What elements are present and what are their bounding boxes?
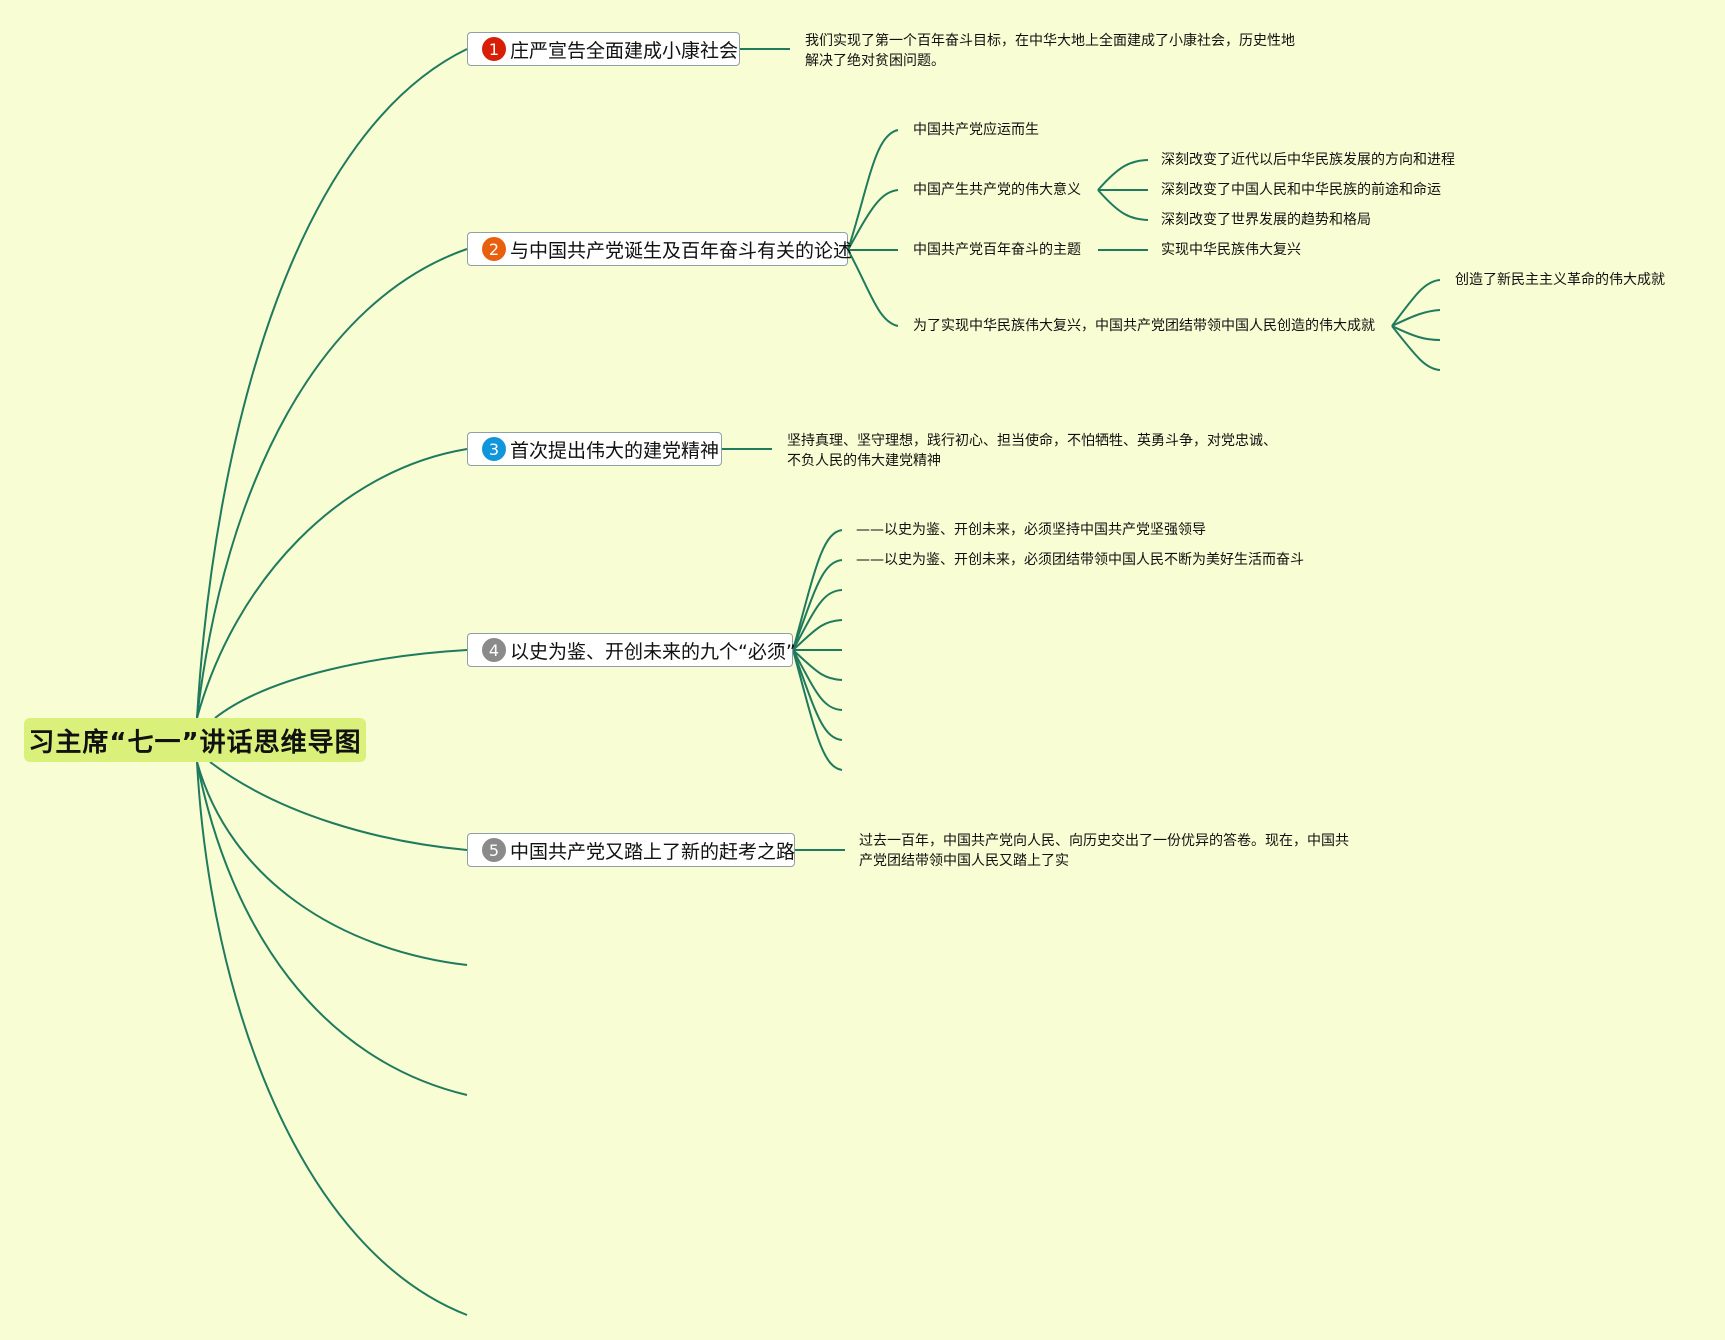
link-ach-3: [1391, 325, 1441, 341]
link-sig-3: [1097, 189, 1149, 221]
topic-1-note[interactable]: 我们实现了第一个百年奋斗目标，在中华大地上全面建成了小康社会，历史性地解决了绝对…: [805, 33, 1295, 69]
link-sig-1: [1097, 159, 1149, 191]
link-t4-9: [792, 649, 843, 771]
significance-1[interactable]: 深刻改变了近代以后中华民族发展的方向和进程: [1161, 152, 1455, 168]
topic-1[interactable]: 1 庄严宣告全面建成小康社会: [467, 32, 740, 66]
priority-1-icon: 1: [482, 37, 506, 61]
link-root-topic1: [196, 48, 468, 719]
link-ach-4: [1391, 325, 1441, 371]
link-t4-3: [792, 589, 843, 651]
topic-1-label: 庄严宣告全面建成小康社会: [510, 39, 739, 62]
link-t2-c4: [847, 249, 899, 327]
topic-5[interactable]: 5 中国共产党又踏上了新的赶考之路: [467, 833, 795, 867]
link-root-topic4: [214, 649, 468, 719]
t2-child-2[interactable]: 中国产生共产党的伟大意义: [913, 182, 1081, 198]
priority-5-icon: 5: [482, 838, 506, 862]
topic-4[interactable]: 4 以史为鉴、开创未来的九个“必须”: [467, 633, 796, 667]
link-root-empty6: [196, 761, 468, 966]
topic-4-label: 以史为鉴、开创未来的九个“必须”: [510, 640, 796, 663]
topic-3-label: 首次提出伟大的建党精神: [510, 439, 720, 462]
significance-2[interactable]: 深刻改变了中国人民和中华民族的前途和命运: [1161, 182, 1441, 198]
link-root-topic2: [196, 248, 468, 719]
root-topic[interactable]: 习主席“七一”讲话思维导图: [24, 718, 366, 762]
link-root-empty8: [196, 761, 468, 1316]
link-t4-2: [792, 559, 843, 651]
priority-3-icon: 3: [482, 437, 506, 461]
t4-item-1[interactable]: ——以史为鉴、开创未来，必须坚持中国共产党坚强领导: [856, 522, 1206, 538]
link-t4-6: [792, 649, 843, 681]
t2-child-3[interactable]: 中国共产党百年奋斗的主题: [913, 242, 1081, 258]
link-root-topic3: [196, 448, 468, 719]
link-t4-8: [792, 649, 843, 741]
topic-5-note[interactable]: 过去一百年，中国共产党向人民、向历史交出了一份优异的答卷。现在，中国共产党团结带…: [859, 833, 1349, 869]
t2-child-1[interactable]: 中国共产党应运而生: [913, 122, 1039, 138]
priority-2-icon: 2: [482, 237, 506, 261]
significance-3[interactable]: 深刻改变了世界发展的趋势和格局: [1161, 212, 1371, 228]
topic-5-label: 中国共产党又踏上了新的赶考之路: [510, 840, 796, 863]
link-root-topic5: [209, 761, 468, 851]
topic-3-note[interactable]: 坚持真理、坚守理想，践行初心、担当使命，不怕牺牲、英勇斗争，对党忠诚、不负人民的…: [787, 433, 1277, 469]
topic-3[interactable]: 3 首次提出伟大的建党精神: [467, 432, 722, 466]
t2-child-4[interactable]: 为了实现中华民族伟大复兴，中国共产党团结带领中国人民创造的伟大成就: [913, 318, 1375, 334]
priority-4-icon: 4: [482, 638, 506, 662]
link-root-empty7: [196, 761, 468, 1096]
t4-item-2[interactable]: ——以史为鉴、开创未来，必须团结带领中国人民不断为美好生活而奋斗: [856, 552, 1304, 568]
theme-item[interactable]: 实现中华民族伟大复兴: [1161, 242, 1301, 258]
topic-2[interactable]: 2 与中国共产党诞生及百年奋斗有关的论述: [467, 232, 852, 266]
link-t4-1: [792, 529, 843, 651]
link-t2-c2: [847, 189, 899, 251]
link-t2-c1: [847, 129, 899, 251]
link-ach-1: [1391, 279, 1441, 327]
link-ach-2: [1391, 309, 1441, 327]
link-t4-4: [792, 619, 843, 651]
topic-2-label: 与中国共产党诞生及百年奋斗有关的论述: [510, 239, 853, 262]
link-t4-7: [792, 649, 843, 711]
achievement-1[interactable]: 创造了新民主主义革命的伟大成就: [1455, 272, 1665, 288]
